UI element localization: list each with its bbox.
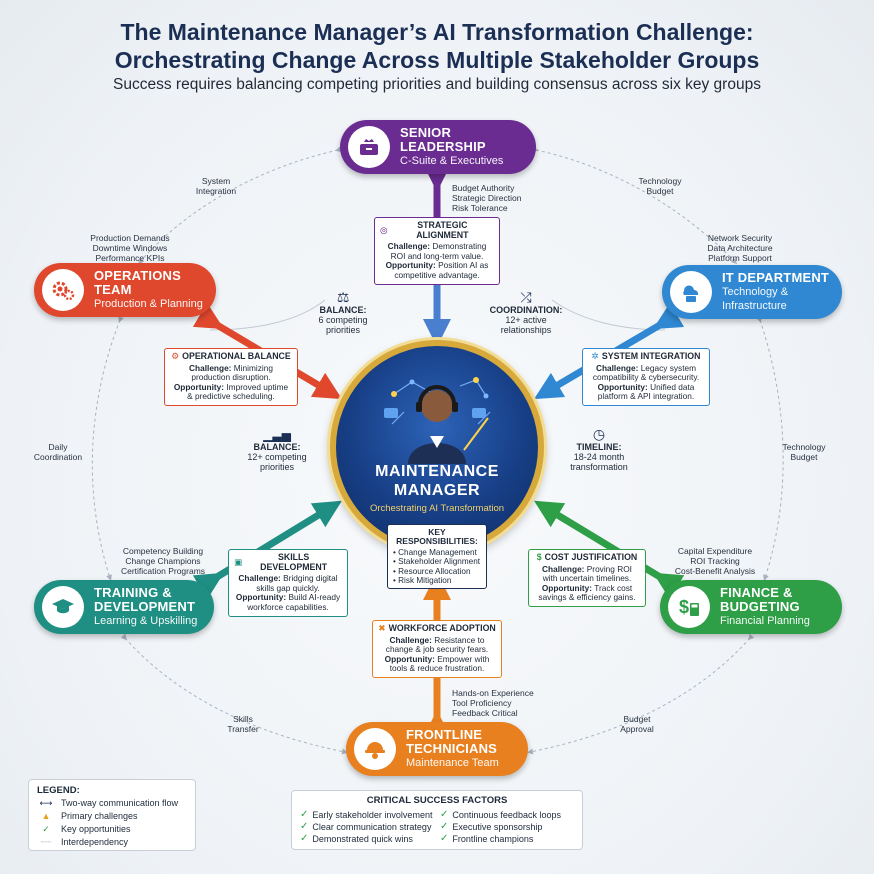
- stakeholder-name-line2: DEVELOPMENT: [94, 599, 196, 614]
- manager-avatar-icon: [384, 377, 491, 464]
- stakeholder-name: SENIOR LEADERSHIP: [400, 125, 486, 154]
- stakeholder-sub: Production & Planning: [94, 298, 203, 310]
- stakeholder-sub: Financial Planning: [720, 615, 810, 627]
- bar-chart-icon: ▁▃▅: [263, 428, 291, 442]
- stakeholder-name-line1: TRAINING &: [94, 585, 172, 600]
- stat-balance-twelve: ▁▃▅ BALANCE: 12+ competing priorities: [234, 428, 320, 472]
- page-title-line2: Orchestrating Change Across Multiple Sta…: [114, 47, 760, 73]
- dashed-line-icon: ┄┄: [40, 837, 52, 847]
- gears-icon: [42, 269, 84, 311]
- stat-coordination: ⤮ COORDINATION: 12+ active relationships: [478, 289, 574, 335]
- critical-success-factors: CRITICAL SUCCESS FACTORS ✓Early stakehol…: [291, 790, 583, 850]
- stakeholder-name-line1: FINANCE &: [720, 585, 793, 600]
- list-item: • Risk Mitigation: [393, 576, 452, 586]
- stakeholder-training-development[interactable]: TRAINING & DEVELOPMENT Learning & Upskil…: [34, 580, 214, 634]
- stakeholder-operations-team[interactable]: OPERATIONS TEAM Production & Planning: [34, 263, 216, 317]
- stakeholder-sub: Learning & Upskilling: [94, 615, 198, 627]
- tools-icon: ✖: [378, 623, 386, 633]
- page-title-line1: The Maintenance Manager’s AI Transformat…: [120, 19, 754, 45]
- check-icon: ✓: [300, 809, 309, 820]
- stakeholder-sub: C-Suite & Executives: [400, 155, 504, 167]
- stat-timeline: ◷ TIMELINE: 18-24 month transformation: [556, 426, 642, 472]
- stakeholder-name-line2: TECHNICIANS: [406, 741, 498, 756]
- stakeholder-sub: Maintenance Team: [406, 757, 499, 769]
- stakeholder-sub-line1: Technology &: [722, 286, 789, 298]
- check-icon: ✓: [440, 833, 449, 844]
- briefcase-crown-icon: [348, 126, 390, 168]
- server-cloud-icon: [670, 271, 712, 313]
- list-item: • Resource Allocation: [393, 566, 471, 576]
- callout-system-integration: ✲SYSTEM INTEGRATION Challenge: Legacy sy…: [582, 348, 710, 406]
- svg-text:$: $: [679, 597, 689, 617]
- graduation-cap-icon: [42, 586, 84, 628]
- check-icon: ✓: [42, 824, 50, 834]
- clock-icon: ◷: [592, 426, 606, 442]
- center-tagline: Orchestrating AI Transformation: [369, 503, 505, 514]
- stakeholder-sub-line2: Infrastructure: [722, 300, 787, 312]
- gear-icon: ⚙: [171, 351, 180, 361]
- presentation-icon: ▣: [234, 556, 243, 567]
- stakeholder-name-line1: FRONTLINE: [406, 727, 483, 742]
- stat-balance-six: ⚖ BALANCE: 6 competing priorities: [300, 289, 386, 335]
- stakeholder-finance-budgeting[interactable]: $ FINANCE & BUDGETING Financial Planning: [660, 580, 842, 634]
- stakeholder-name-line2: BUDGETING: [720, 599, 800, 614]
- warning-icon: ▲: [41, 811, 51, 821]
- stakeholder-frontline-technicians[interactable]: FRONTLINE TECHNICIANS Maintenance Team: [346, 722, 528, 776]
- stakeholder-name: OPERATIONS TEAM: [94, 268, 181, 297]
- callout-strategic-alignment: ◎STRATEGIC ALIGNMENT Challenge: Demonstr…: [374, 217, 500, 285]
- dollar-icon: $: [536, 552, 542, 562]
- stakeholder-name: IT DEPARTMENT: [722, 270, 830, 285]
- stakeholder-senior-leadership[interactable]: SENIOR LEADERSHIP C-Suite & Executives: [340, 120, 536, 174]
- dollar-calculator-icon: $: [668, 586, 710, 628]
- list-item: • Change Management: [393, 547, 477, 557]
- check-icon: ✓: [440, 821, 449, 832]
- check-icon: ✓: [300, 833, 309, 844]
- check-icon: ✓: [440, 809, 449, 820]
- legend: LEGEND: ⟷Two-way communication flow ▲Pri…: [28, 779, 196, 851]
- callout-workforce-adoption: ✖WORKFORCE ADOPTION Challenge: Resistanc…: [372, 620, 502, 678]
- two-way-arrow-icon: ⟷: [39, 798, 53, 808]
- callout-cost-justification: $COST JUSTIFICATION Challenge: Proving R…: [528, 549, 646, 607]
- check-icon: ✓: [300, 821, 309, 832]
- hardhat-wrench-icon: [354, 728, 396, 770]
- callout-operational-balance: ⚙OPERATIONAL BALANCE Challenge: Minimizi…: [164, 348, 298, 406]
- shuffle-icon: ⤮: [520, 289, 532, 305]
- list-item: • Stakeholder Alignment: [393, 557, 481, 567]
- target-icon: ◎: [380, 224, 388, 235]
- page-subtitle: Success requires balancing competing pri…: [113, 76, 761, 93]
- scale-icon: ⚖: [336, 289, 350, 305]
- key-responsibilities-box: KEY RESPONSIBILITIES: • Change Managemen…: [387, 524, 487, 590]
- interdependency-ring: [91, 146, 784, 755]
- callout-skills-development: ▣SKILLS DEVELOPMENT Challenge: Bridging …: [228, 549, 348, 617]
- network-icon: ✲: [591, 351, 599, 361]
- stakeholder-it-department[interactable]: IT DEPARTMENT Technology & Infrastructur…: [662, 265, 842, 319]
